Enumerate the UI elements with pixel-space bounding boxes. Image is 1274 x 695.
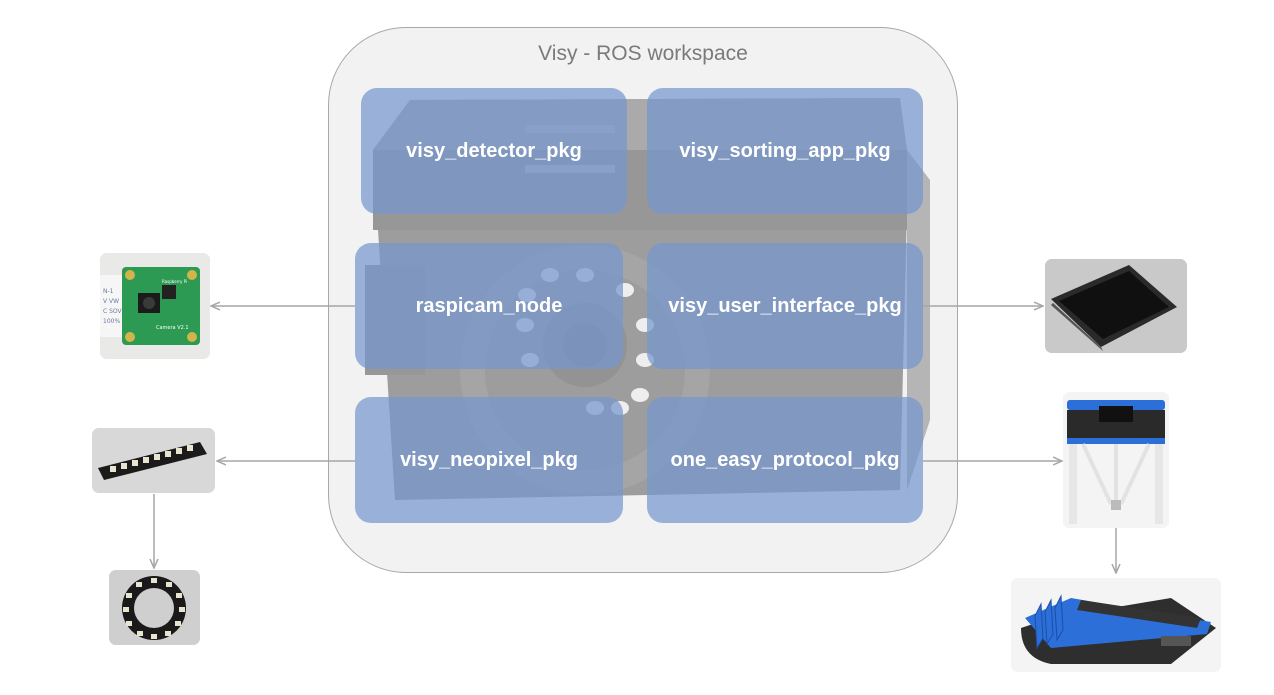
svg-text:C SOV: C SOV — [103, 308, 123, 315]
camera-brand-label: Raspberry Pi — [162, 279, 187, 284]
camera-board-label: Camera V2.1 — [156, 325, 189, 331]
package-raspicam-node: raspicam_node — [355, 243, 623, 369]
workspace-title: Visy - ROS workspace — [538, 42, 748, 65]
package-one-easy-protocol: one_easy_protocol_pkg — [647, 397, 923, 523]
delta-robot-image — [1063, 392, 1169, 528]
raspberry-pi-camera-image: N-1 V VW C SOV 100% Camera V2.1 Raspberr… — [100, 253, 210, 359]
neopixel-stick-image — [92, 428, 215, 493]
package-visy-neopixel: visy_neopixel_pkg — [355, 397, 623, 523]
neopixel-ring-image — [109, 570, 200, 645]
package-visy-user-interface: visy_user_interface_pkg — [647, 243, 923, 369]
svg-text:V VW: V VW — [103, 298, 119, 305]
conveyor-sorter-image — [1011, 578, 1221, 672]
package-visy-detector: visy_detector_pkg — [361, 88, 627, 214]
lcd-display-image — [1045, 259, 1187, 353]
package-visy-sorting-app: visy_sorting_app_pkg — [647, 88, 923, 214]
svg-text:N-1: N-1 — [103, 288, 114, 295]
svg-text:100%: 100% — [103, 318, 120, 325]
